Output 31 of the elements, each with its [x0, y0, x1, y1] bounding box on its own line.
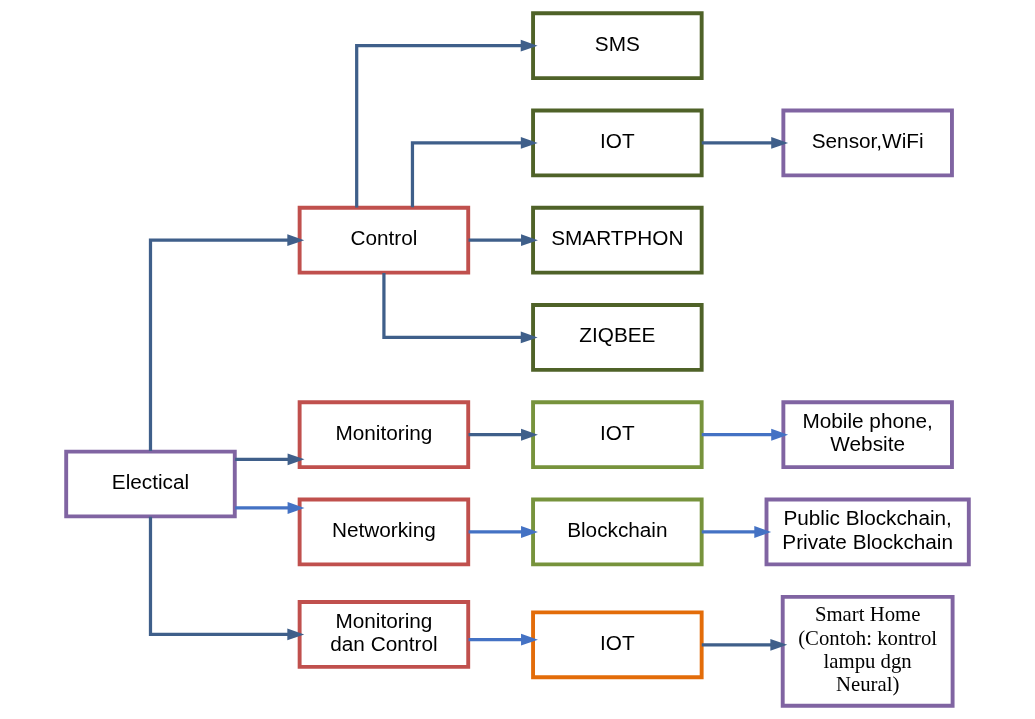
- node-box: Networking: [297, 497, 471, 567]
- arrow: [148, 234, 305, 452]
- node-box: Public Blockchain, Private Blockchain: [764, 497, 971, 567]
- arrow: [701, 428, 789, 441]
- arrow: [701, 638, 788, 651]
- arrow: [355, 39, 538, 208]
- node-box: ZIQBEE: [531, 303, 704, 372]
- node-box: IOT: [531, 610, 704, 680]
- arrow: [468, 234, 538, 247]
- node-box: IOT: [531, 400, 704, 470]
- node-box: Blockchain: [531, 497, 704, 567]
- node-box: Monitoring: [297, 400, 471, 470]
- node-box: Mobile phone, Website: [781, 400, 954, 470]
- arrow: [235, 453, 305, 466]
- node-box: SMARTPHON: [531, 205, 704, 275]
- node-box: IOT: [531, 108, 704, 178]
- arrow: [701, 137, 789, 149]
- node-box: Electical: [64, 449, 237, 519]
- arrow: [235, 502, 305, 514]
- node-box: Sensor,WiFi: [781, 108, 954, 178]
- arrow: [410, 137, 538, 208]
- arrow: [468, 526, 538, 538]
- node-box: Control: [297, 205, 471, 275]
- arrow: [468, 428, 538, 441]
- arrow: [382, 273, 538, 344]
- node-box: Smart Home (Contoh: kontrol lampu dgn Neural): [780, 594, 955, 708]
- arrow: [468, 633, 538, 646]
- node-box: SMS: [531, 11, 704, 81]
- arrow: [701, 526, 772, 538]
- arrow: [148, 516, 305, 641]
- node-box: Monitoring dan Control: [297, 600, 471, 669]
